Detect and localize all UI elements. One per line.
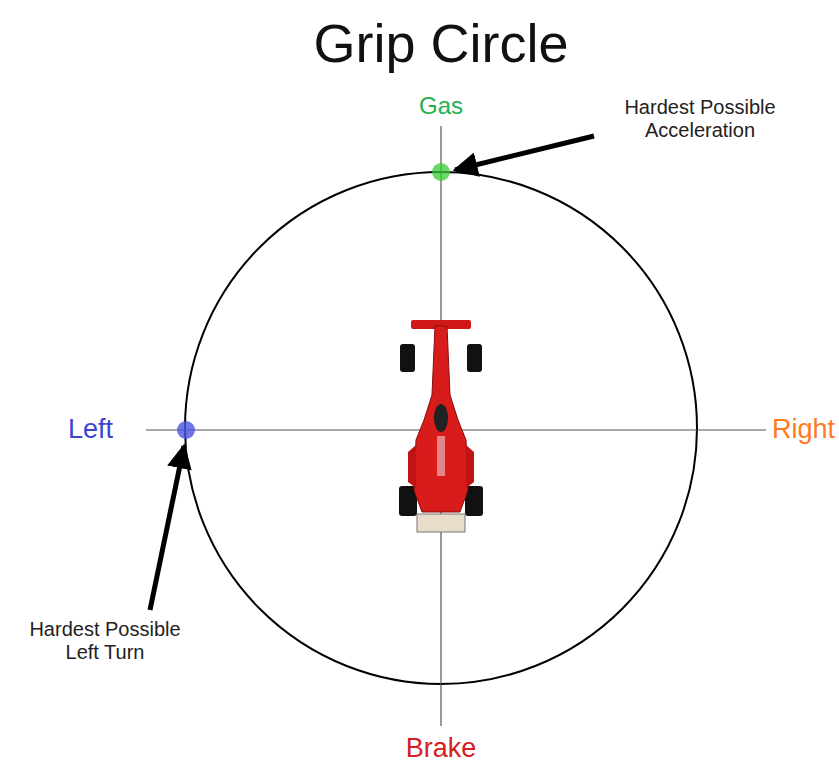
axis-label: Gas bbox=[419, 92, 463, 120]
rear-wing bbox=[417, 514, 465, 532]
axis-label: Left bbox=[68, 414, 113, 445]
diagram-title: Grip Circle bbox=[313, 12, 568, 74]
car-body bbox=[414, 326, 468, 512]
front-wheel bbox=[400, 344, 415, 372]
engine-cover-stripe bbox=[437, 436, 445, 476]
annotation: Hardest Possible Left Turn bbox=[10, 618, 200, 664]
leader-arrow bbox=[150, 446, 184, 610]
axis-label: Brake bbox=[406, 733, 477, 764]
cockpit bbox=[434, 404, 448, 432]
acceleration-dot bbox=[432, 163, 450, 181]
axis-label: Right bbox=[772, 414, 835, 445]
race-car bbox=[399, 320, 483, 532]
left-turn-dot bbox=[177, 421, 195, 439]
leader-arrow bbox=[455, 136, 594, 170]
annotation: Hardest Possible Acceleration bbox=[600, 96, 800, 142]
front-wheel bbox=[467, 344, 482, 372]
